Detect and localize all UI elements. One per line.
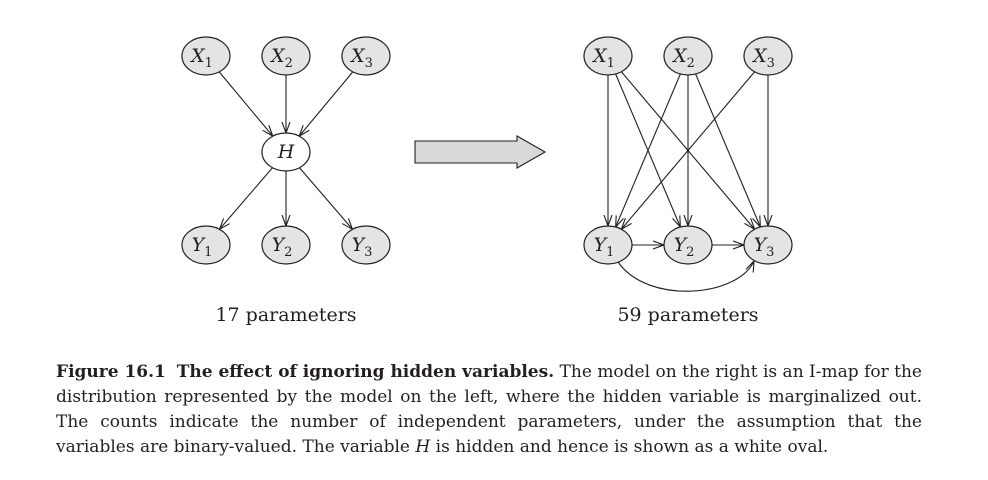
left-node-x2: X2 bbox=[261, 36, 311, 76]
right-node-x2-oval bbox=[663, 36, 713, 76]
left-node-y1: Y1 bbox=[181, 225, 231, 265]
right-node-x3: X3 bbox=[743, 36, 793, 76]
left-node-y1-oval bbox=[181, 225, 231, 265]
right-parameters-label: 59 parameters bbox=[617, 304, 758, 326]
caption-variable: H bbox=[415, 437, 431, 457]
left-edge-h-to-y1 bbox=[220, 167, 273, 230]
left-node-x1: X1 bbox=[181, 36, 231, 76]
left-node-h-label: H bbox=[277, 141, 295, 163]
right-node-x2: X2 bbox=[663, 36, 713, 76]
left-edge-h-to-y3 bbox=[299, 167, 353, 230]
right-node-y2-oval bbox=[663, 225, 713, 265]
figure-caption: Figure 16.1 The effect of ignoring hidde… bbox=[56, 360, 922, 460]
caption-text-1: The model on the right is an I-map for t… bbox=[56, 362, 922, 457]
right-edge-x2-to-y3 bbox=[695, 73, 761, 227]
right-node-y3-oval bbox=[743, 225, 793, 265]
caption-label: Figure 16.1 bbox=[56, 362, 166, 382]
left-node-y2-oval bbox=[261, 225, 311, 265]
left-node-x2-oval bbox=[261, 36, 311, 76]
right-edge-x2-to-y1 bbox=[616, 73, 681, 227]
transformation-arrow bbox=[414, 135, 547, 169]
left-node-x1-oval bbox=[181, 36, 231, 76]
caption-text-2: is hidden and hence is shown as a white … bbox=[435, 437, 829, 457]
left-node-h-oval bbox=[261, 132, 311, 172]
left-node-h: H bbox=[261, 132, 311, 172]
left-node-y2: Y2 bbox=[261, 225, 311, 265]
right-node-x1-oval bbox=[583, 36, 633, 76]
left-edge-x1-to-h bbox=[218, 71, 273, 136]
right-node-y2: Y2 bbox=[663, 225, 713, 265]
right-node-y3: Y3 bbox=[743, 225, 793, 265]
left-node-y3: Y3 bbox=[341, 225, 391, 265]
left-parameters-label: 17 parameters bbox=[215, 304, 356, 326]
right-node-y1: Y1 bbox=[583, 225, 633, 265]
right-edge-y1-to-y3 bbox=[617, 261, 754, 292]
right-node-x1: X1 bbox=[583, 36, 633, 76]
left-edge-x3-to-h bbox=[299, 71, 354, 136]
right-node-y1-oval bbox=[583, 225, 633, 265]
left-node-y3-oval bbox=[341, 225, 391, 265]
left-node-x3: X3 bbox=[341, 36, 391, 76]
caption-title: The effect of ignoring hidden variables. bbox=[176, 362, 555, 382]
right-edge-x3-to-y1 bbox=[621, 71, 756, 229]
right-node-x3-oval bbox=[743, 36, 793, 76]
left-graph: X1 X2 X3H Y1 Y2 Y3 bbox=[181, 36, 391, 265]
left-node-x3-oval bbox=[341, 36, 391, 76]
